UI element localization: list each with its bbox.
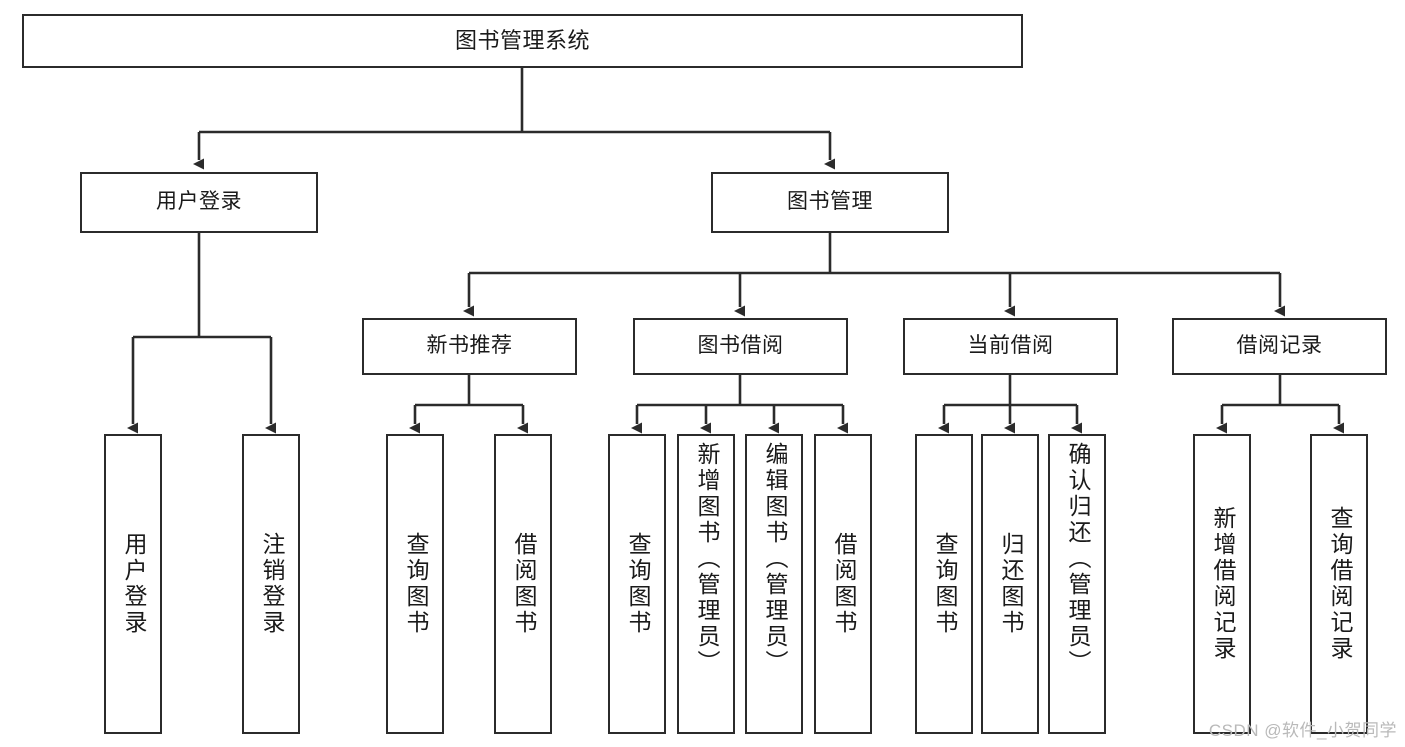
node-leaf-query-book-current[interactable]: 查询图书 bbox=[915, 434, 973, 734]
node-leaf-add-book[interactable]: 新增图书（管理员） bbox=[677, 434, 735, 734]
node-label: 图书借阅 bbox=[697, 334, 784, 358]
node-book-manage[interactable]: 图书管理 bbox=[711, 172, 949, 233]
node-label: 查询图书 bbox=[931, 532, 958, 636]
node-leaf-borrow-book-recommend[interactable]: 借阅图书 bbox=[494, 434, 552, 734]
node-book-borrow[interactable]: 图书借阅 bbox=[633, 318, 848, 375]
node-label: 归还图书 bbox=[997, 532, 1024, 636]
node-label: 图书管理 bbox=[787, 190, 873, 214]
node-label: 当前借阅 bbox=[967, 334, 1054, 358]
node-leaf-return-book[interactable]: 归还图书 bbox=[981, 434, 1039, 734]
node-label: 图书管理系统 bbox=[454, 28, 590, 54]
node-label: 用户登录 bbox=[156, 190, 242, 214]
node-label: 借阅记录 bbox=[1236, 334, 1323, 358]
node-leaf-add-borrow-record[interactable]: 新增借阅记录 bbox=[1193, 434, 1251, 734]
node-label: 编辑图书（管理员） bbox=[761, 442, 788, 676]
node-label: 新增图书（管理员） bbox=[693, 442, 720, 676]
watermark-text: CSDN @软件_小贺同学 bbox=[1208, 721, 1397, 740]
node-leaf-logout[interactable]: 注销登录 bbox=[242, 434, 300, 734]
node-leaf-borrow-book-borrow[interactable]: 借阅图书 bbox=[814, 434, 872, 734]
node-leaf-confirm-return[interactable]: 确认归还（管理员） bbox=[1048, 434, 1106, 734]
node-label: 用户登录 bbox=[120, 532, 147, 636]
node-label: 查询借阅记录 bbox=[1326, 506, 1353, 662]
node-leaf-query-book-recommend[interactable]: 查询图书 bbox=[386, 434, 444, 734]
node-label: 新书推荐 bbox=[426, 334, 513, 358]
node-label: 查询图书 bbox=[624, 532, 651, 636]
node-label: 注销登录 bbox=[258, 532, 285, 636]
node-label: 新增借阅记录 bbox=[1209, 506, 1236, 662]
node-user-login[interactable]: 用户登录 bbox=[80, 172, 318, 233]
node-leaf-edit-book[interactable]: 编辑图书（管理员） bbox=[745, 434, 803, 734]
node-current-borrow[interactable]: 当前借阅 bbox=[903, 318, 1118, 375]
node-leaf-user-login[interactable]: 用户登录 bbox=[104, 434, 162, 734]
node-label: 借阅图书 bbox=[510, 532, 537, 636]
node-label: 借阅图书 bbox=[830, 532, 857, 636]
node-root-book-management-system[interactable]: 图书管理系统 bbox=[22, 14, 1023, 68]
node-new-book-recommend[interactable]: 新书推荐 bbox=[362, 318, 577, 375]
node-label: 查询图书 bbox=[402, 532, 429, 636]
node-label: 确认归还（管理员） bbox=[1064, 442, 1091, 676]
node-leaf-query-book-borrow[interactable]: 查询图书 bbox=[608, 434, 666, 734]
node-leaf-query-borrow-record[interactable]: 查询借阅记录 bbox=[1310, 434, 1368, 734]
node-borrow-record[interactable]: 借阅记录 bbox=[1172, 318, 1387, 375]
